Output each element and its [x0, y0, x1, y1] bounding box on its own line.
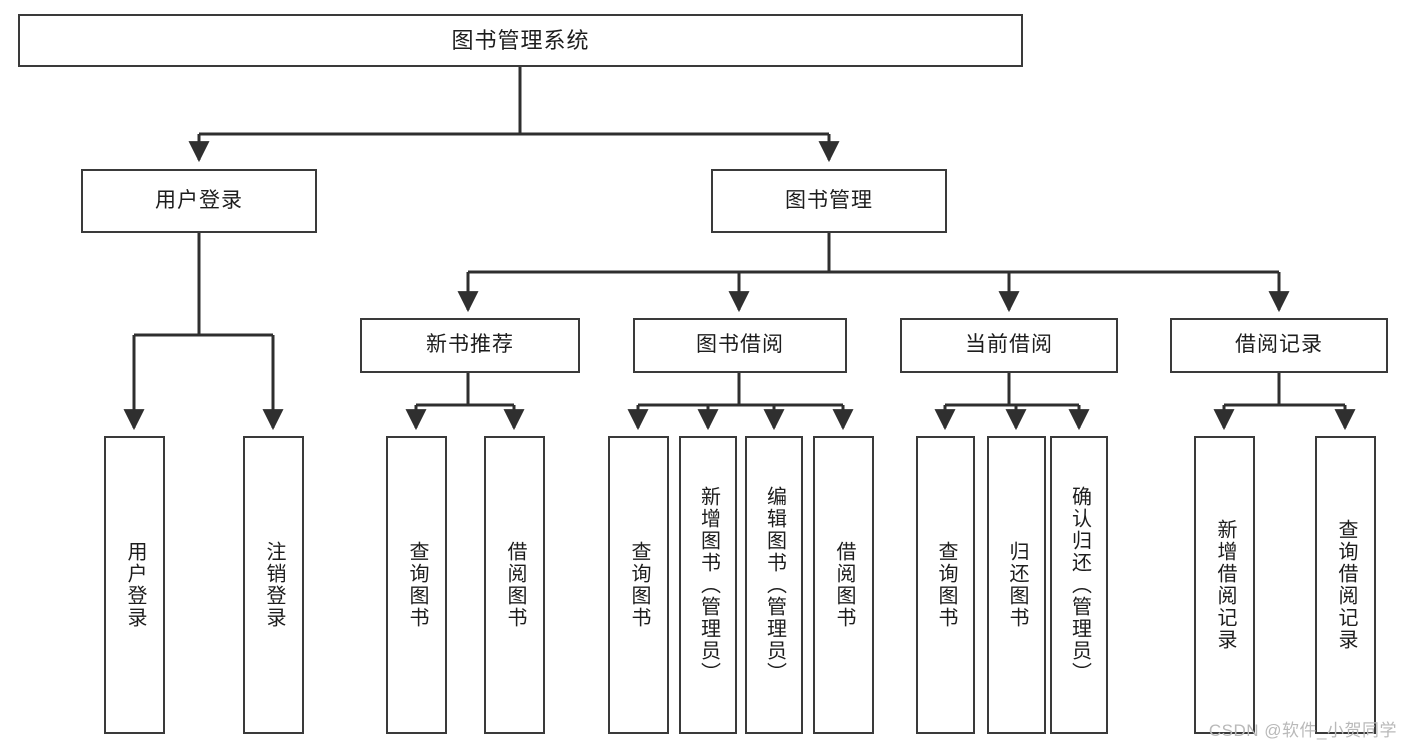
- node-confirm-return-admin-label: 确认归还（管理员）: [1068, 486, 1091, 684]
- node-edit-book-admin-label: 编辑图书（管理员）: [763, 486, 786, 684]
- node-user-login-label: 用户登录: [155, 188, 243, 212]
- node-add-borrow-record[interactable]: 新增借阅记录: [1194, 436, 1255, 734]
- node-book-borrow[interactable]: 图书借阅: [633, 318, 847, 373]
- node-return-book-label: 归还图书: [1006, 541, 1028, 629]
- node-user-login-action-label: 用户登录: [124, 541, 146, 629]
- node-new-book-recommend-label: 新书推荐: [426, 333, 514, 357]
- node-new-book-recommend[interactable]: 新书推荐: [360, 318, 580, 373]
- node-user-login[interactable]: 用户登录: [81, 169, 317, 233]
- node-query-book-current[interactable]: 查询图书: [916, 436, 975, 734]
- node-add-book-admin[interactable]: 新增图书（管理员）: [679, 436, 737, 734]
- node-user-login-action[interactable]: 用户登录: [104, 436, 165, 734]
- node-root-label: 图书管理系统: [451, 27, 590, 53]
- node-confirm-return-admin[interactable]: 确认归还（管理员）: [1050, 436, 1108, 734]
- node-logout-action-label: 注销登录: [263, 541, 285, 629]
- node-query-book-borrow[interactable]: 查询图书: [608, 436, 669, 734]
- node-query-book-recommend[interactable]: 查询图书: [386, 436, 447, 734]
- node-edit-book-admin[interactable]: 编辑图书（管理员）: [745, 436, 803, 734]
- node-book-management-label: 图书管理: [785, 188, 873, 212]
- node-borrow-book-recommend-label: 借阅图书: [504, 541, 526, 629]
- node-book-management[interactable]: 图书管理: [711, 169, 947, 233]
- node-query-borrow-record-label: 查询借阅记录: [1335, 519, 1357, 651]
- node-current-borrow[interactable]: 当前借阅: [900, 318, 1118, 373]
- node-book-borrow-label: 图书借阅: [696, 333, 784, 357]
- node-return-book[interactable]: 归还图书: [987, 436, 1046, 734]
- node-borrow-book-action-label: 借阅图书: [833, 541, 855, 629]
- node-add-borrow-record-label: 新增借阅记录: [1214, 519, 1236, 651]
- node-query-borrow-record[interactable]: 查询借阅记录: [1315, 436, 1376, 734]
- watermark: CSDN @软件_小贺同学: [1208, 721, 1397, 740]
- node-borrow-record[interactable]: 借阅记录: [1170, 318, 1388, 373]
- node-borrow-book-recommend[interactable]: 借阅图书: [484, 436, 545, 734]
- node-current-borrow-label: 当前借阅: [965, 333, 1053, 357]
- node-query-book-recommend-label: 查询图书: [406, 541, 428, 629]
- node-logout-action[interactable]: 注销登录: [243, 436, 304, 734]
- node-root[interactable]: 图书管理系统: [18, 14, 1023, 67]
- node-query-book-borrow-label: 查询图书: [628, 541, 650, 629]
- node-query-book-current-label: 查询图书: [935, 541, 957, 629]
- node-borrow-book-action[interactable]: 借阅图书: [813, 436, 874, 734]
- node-borrow-record-label: 借阅记录: [1235, 333, 1323, 357]
- node-add-book-admin-label: 新增图书（管理员）: [697, 486, 720, 684]
